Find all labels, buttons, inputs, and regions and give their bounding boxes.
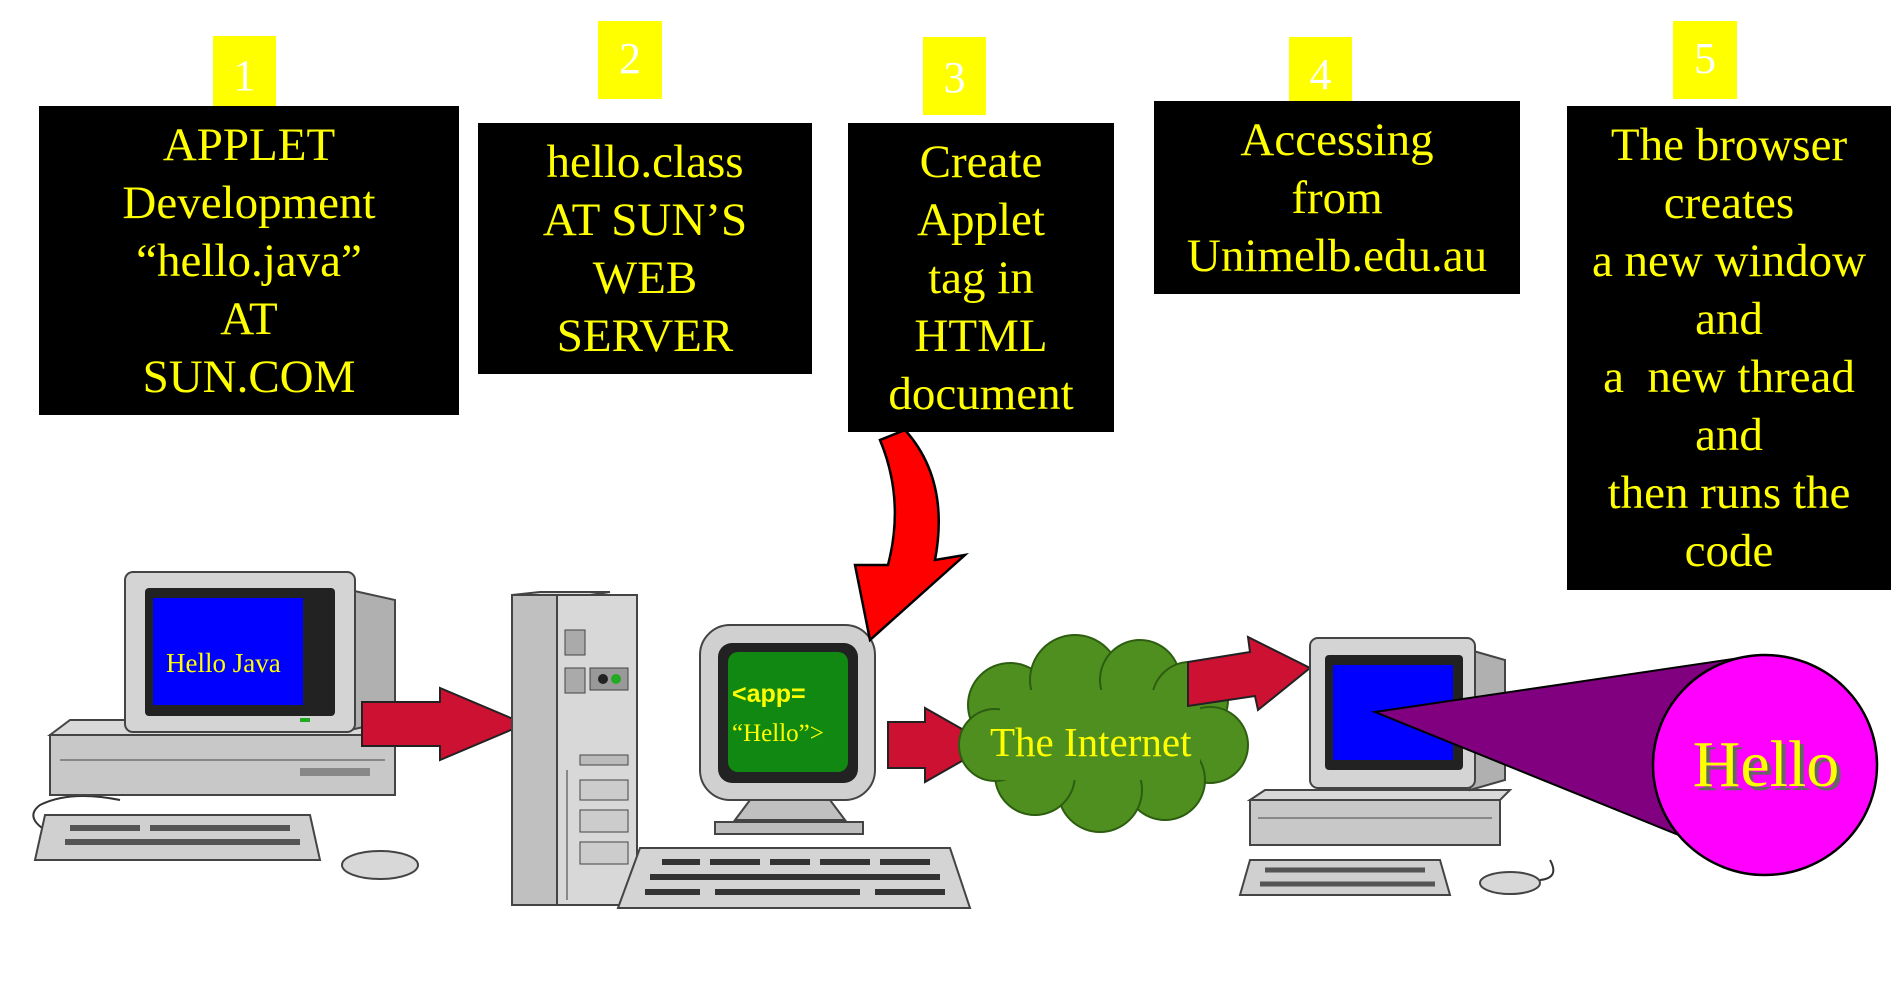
step-3-line-3: tag in: [928, 251, 1034, 304]
internet-cloud: [958, 634, 1249, 833]
output-label: Hello: [1693, 728, 1840, 801]
step-4-line-2: from: [1291, 171, 1383, 224]
step-3-line-2: Applet: [917, 193, 1045, 246]
developer-screen: [153, 598, 303, 705]
step-1-box: APPLET Development “hello.java” AT SUN.C…: [39, 106, 459, 415]
output-shadow: Hello: [1697, 732, 1844, 805]
step-3-line-4: HTML: [914, 309, 1048, 362]
step-2-line-4: SERVER: [556, 309, 734, 362]
step-5-line-6: and: [1695, 409, 1763, 461]
developer-computer: [32, 571, 419, 880]
web-server-tower: [511, 591, 638, 906]
step-5-number: 5: [1673, 21, 1737, 99]
step-5-line-5: a new thread: [1603, 351, 1855, 403]
step-1-line-4: AT: [220, 292, 278, 345]
internet-label: The Internet: [990, 719, 1192, 765]
step-4-box: Accessing from Unimelb.edu.au: [1154, 101, 1520, 294]
step-1-line-1: APPLET: [162, 118, 336, 171]
server-workstation: [616, 624, 972, 909]
step-2-line-1: hello.class: [546, 135, 744, 188]
step-4-line-3: Unimelb.edu.au: [1186, 229, 1488, 282]
step-5-line-2: creates: [1663, 177, 1795, 229]
developer-screen-text: Hello Java: [166, 648, 281, 678]
step-2-line-2: AT SUN’S: [542, 193, 748, 246]
step-4-line-1: Accessing: [1240, 113, 1434, 166]
server-screen: [728, 652, 848, 772]
step-5-line-3: a new window: [1591, 235, 1867, 287]
step-1-line-5: SUN.COM: [142, 350, 356, 403]
curved-arrow-step3: [853, 428, 970, 643]
step-5-line-8: code: [1684, 525, 1774, 577]
step-3-number: 3: [923, 37, 986, 115]
arrow-internet-to-client: [1187, 635, 1312, 712]
step-5-line-7: then runs the: [1607, 467, 1851, 519]
step-1-number: 1: [213, 36, 276, 112]
step-3-line-1: Create: [919, 135, 1043, 188]
output-circle: [1651, 653, 1879, 877]
step-5-line-4: and: [1695, 293, 1763, 345]
step-3-box: Create Applet tag in HTML document: [848, 123, 1114, 432]
arrow-server-to-internet: [887, 706, 993, 784]
step-4-number: 4: [1289, 37, 1352, 104]
step-3-line-5: document: [888, 367, 1074, 420]
step-5-box: The browser creates a new window and a n…: [1567, 106, 1891, 590]
arrow-dev-to-server: [361, 686, 528, 762]
step-2-line-3: WEB: [592, 251, 698, 304]
step-2-number: 2: [598, 21, 662, 99]
server-screen-line2: “Hello”>: [732, 720, 824, 747]
step-5-line-1: The browser: [1610, 119, 1848, 171]
server-screen-line1: <app=: [732, 680, 806, 708]
step-1-line-2: Development: [122, 176, 376, 229]
step-1-line-3: “hello.java”: [136, 234, 362, 287]
step-2-box: hello.class AT SUN’S WEB SERVER: [478, 123, 812, 374]
